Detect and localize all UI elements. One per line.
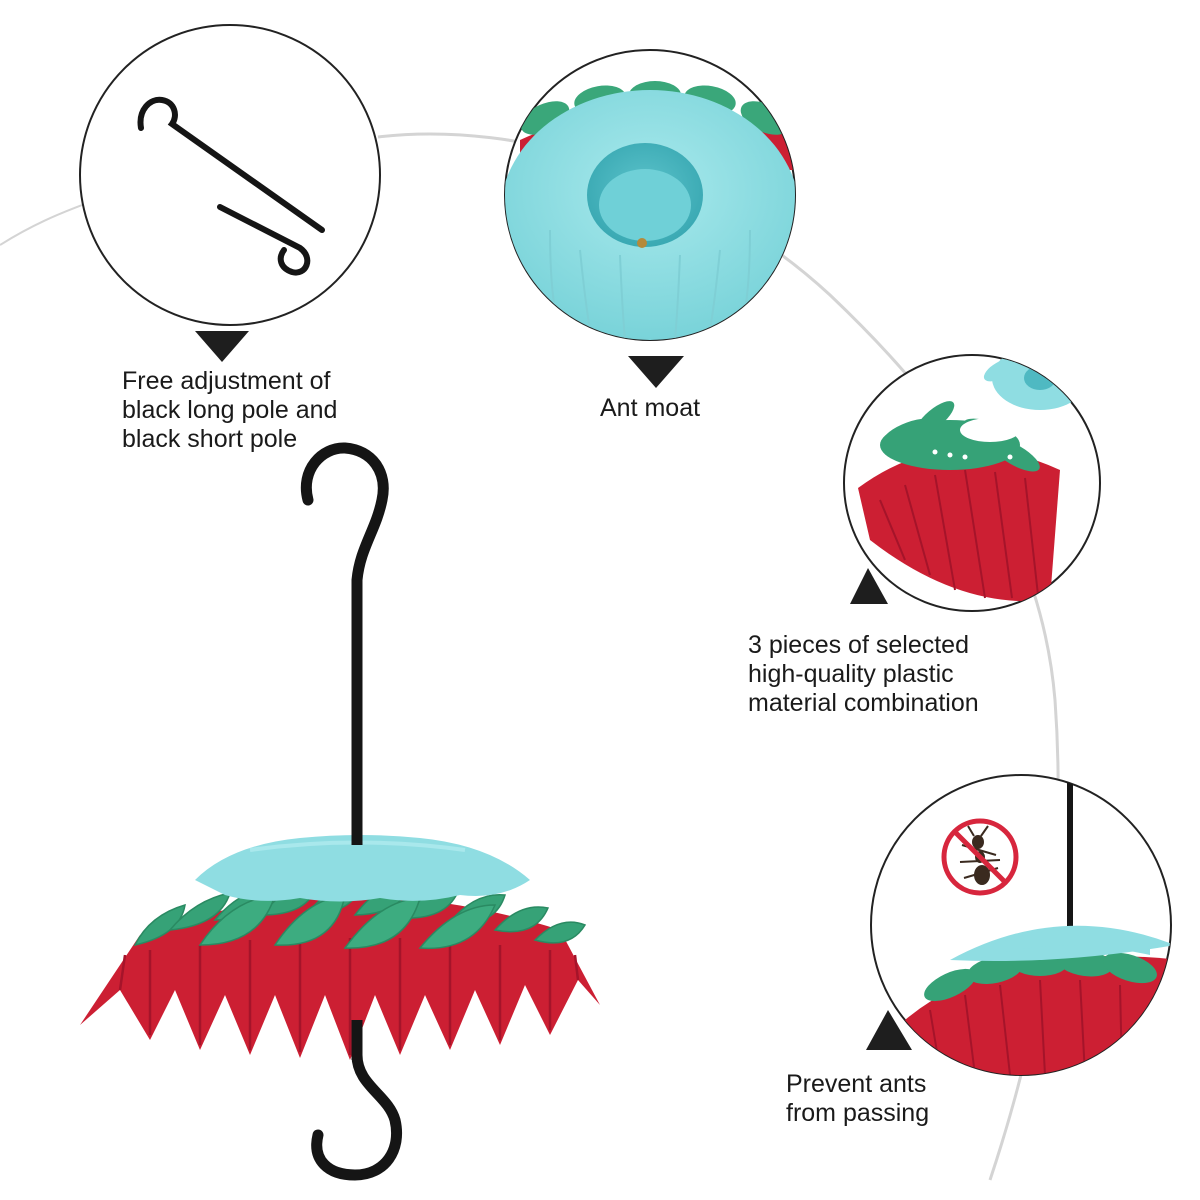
caption-ant-moat-line-1: Ant moat — [600, 394, 701, 422]
arrow-down-icon — [195, 331, 249, 362]
caption-ant-moat: Ant moat — [600, 394, 700, 423]
hook-icon — [311, 1049, 402, 1181]
ant-moat-detail-circle — [504, 49, 796, 341]
caption-pieces: 3 pieces of selected high-quality plasti… — [748, 631, 979, 718]
caption-pieces-line-2: high-quality plastic — [748, 660, 954, 688]
caption-hooks: Free adjustment of black long pole and b… — [122, 367, 337, 454]
ants-detail-circle — [870, 774, 1172, 1076]
caption-hooks-line-2: black long pole and — [122, 396, 338, 424]
caption-prevent-ants: Prevent ants from passing — [786, 1070, 929, 1128]
hook-icon — [300, 442, 389, 846]
pieces-detail-circle — [843, 354, 1101, 612]
caption-hooks-line-3: black short pole — [122, 425, 298, 453]
caption-prevent-ants-line-2: from passing — [786, 1099, 930, 1127]
caption-pieces-line-3: material combination — [748, 689, 979, 717]
no-ant-icon — [941, 818, 1019, 896]
hooks-detail-circle — [79, 24, 381, 326]
caption-pieces-line-1: 3 pieces of selected — [748, 631, 969, 659]
feeder-main-image — [80, 442, 600, 1181]
caption-prevent-ants-line-1: Prevent ants — [786, 1070, 927, 1098]
caption-hooks-line-1: Free adjustment of — [122, 367, 331, 395]
arrow-up-icon — [866, 1010, 912, 1050]
hook-icon — [137, 96, 325, 276]
arrow-down-icon — [628, 356, 684, 388]
arrow-up-icon — [850, 568, 888, 604]
